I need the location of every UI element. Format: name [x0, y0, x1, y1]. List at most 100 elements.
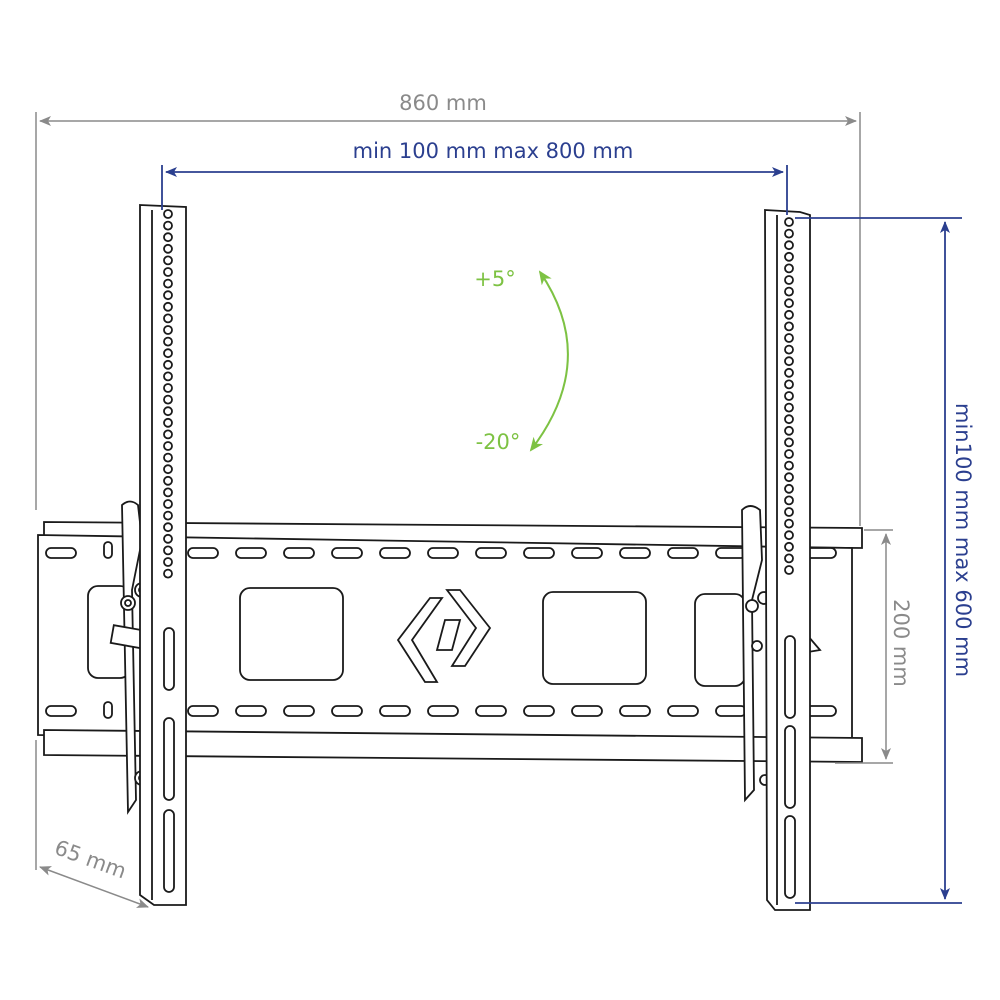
mounting-hole	[163, 533, 173, 544]
mounting-hole	[163, 232, 173, 243]
left-tilt-bracket	[121, 500, 143, 815]
rail-slot	[667, 547, 699, 559]
mounting-hole	[784, 507, 794, 517]
mounting-hole	[163, 313, 173, 324]
mounting-hole	[784, 379, 794, 390]
rail-slot	[45, 547, 77, 559]
tilt-down-label: -20°	[476, 430, 521, 454]
mounting-hole	[163, 417, 173, 428]
rail-slot	[379, 705, 411, 717]
vesa-vertical-label: min100 mm max 600 mm	[951, 403, 975, 677]
rail-slot	[235, 547, 267, 559]
rail-slot	[45, 705, 77, 717]
mounting-hole	[163, 429, 173, 440]
mounting-hole	[163, 278, 173, 289]
right-tilt-bracket	[741, 505, 763, 803]
mounting-hole	[163, 209, 173, 219]
rail-slot	[331, 547, 363, 559]
mounting-hole	[784, 217, 794, 227]
mounting-hole	[784, 425, 794, 436]
tilt-up-label: +5°	[474, 267, 515, 291]
mounting-hole	[784, 309, 794, 320]
mounting-hole	[163, 290, 173, 301]
mounting-hole	[163, 475, 173, 486]
mounting-hole	[784, 391, 794, 401]
mounting-hole	[163, 406, 173, 417]
rail-slot	[427, 547, 459, 559]
mounting-hole	[784, 275, 794, 285]
mounting-hole	[163, 510, 173, 521]
mounting-hole	[163, 359, 173, 370]
rail-slot	[235, 705, 267, 717]
mounting-hole	[784, 356, 794, 367]
mounting-hole	[163, 336, 173, 347]
mounting-hole	[784, 333, 794, 343]
bottom-flange	[43, 729, 863, 763]
blue-dimension-lines	[161, 165, 962, 904]
mounting-hole	[163, 568, 173, 579]
rail-slot	[619, 705, 651, 717]
mounting-hole	[784, 472, 794, 483]
mounting-hole	[784, 495, 794, 506]
mounting-hole	[784, 402, 794, 413]
mounting-hole	[784, 483, 794, 494]
horizontal-rail	[37, 521, 863, 763]
cutout-square	[542, 591, 647, 685]
mounting-hole	[163, 394, 173, 405]
rail-slot	[571, 705, 603, 717]
mounting-hole	[784, 298, 794, 309]
mounting-hole	[784, 263, 794, 274]
mounting-hole	[163, 522, 173, 533]
mounting-hole	[784, 553, 794, 564]
mounting-hole	[784, 321, 794, 332]
mounting-hole	[163, 371, 173, 382]
mounting-hole	[163, 383, 173, 393]
cutout-square	[239, 587, 344, 681]
mounting-hole	[784, 530, 794, 541]
rail-slot	[187, 547, 219, 559]
mounting-hole	[163, 243, 173, 254]
rail-slot	[187, 705, 219, 717]
rail-slot	[715, 705, 747, 717]
right-vertical-arm	[741, 209, 822, 911]
mounting-hole	[163, 441, 173, 451]
left-arm-body	[139, 204, 187, 906]
rail-slot	[331, 705, 363, 717]
mounting-hole	[163, 557, 173, 567]
cutout-right	[694, 593, 746, 687]
rail-slot	[523, 705, 555, 717]
rail-slots	[45, 541, 837, 719]
mounting-hole	[784, 251, 794, 262]
rail-slot	[283, 705, 315, 717]
left-vertical-arm	[109, 204, 187, 906]
mounting-hole	[784, 565, 794, 575]
rail-slot	[571, 547, 603, 559]
mounting-hole	[784, 460, 794, 471]
tilt-arc-arrow	[529, 270, 569, 452]
rail-slot	[283, 547, 315, 559]
mounting-hole	[784, 367, 794, 378]
mounting-hole	[163, 545, 173, 556]
rail-slot	[523, 547, 555, 559]
rail-height-label: 200 mm	[889, 599, 913, 687]
rail-slot	[475, 547, 507, 559]
mounting-hole	[784, 286, 794, 297]
mounting-hole	[784, 414, 794, 425]
mounting-hole	[163, 499, 173, 509]
mounting-hole	[163, 301, 173, 312]
mounting-hole	[163, 220, 173, 231]
rail-slot	[379, 547, 411, 559]
mounting-hole	[784, 228, 794, 239]
mounting-hole	[784, 541, 794, 552]
mounting-hole	[163, 325, 173, 335]
mounting-hole	[784, 518, 794, 529]
mounting-hole	[163, 464, 173, 475]
mounting-hole	[784, 240, 794, 251]
rail-slot	[667, 705, 699, 717]
rail-slot	[427, 705, 459, 717]
rail-slot	[619, 547, 651, 559]
mounting-hole	[784, 449, 794, 459]
mounting-hole	[163, 487, 173, 498]
